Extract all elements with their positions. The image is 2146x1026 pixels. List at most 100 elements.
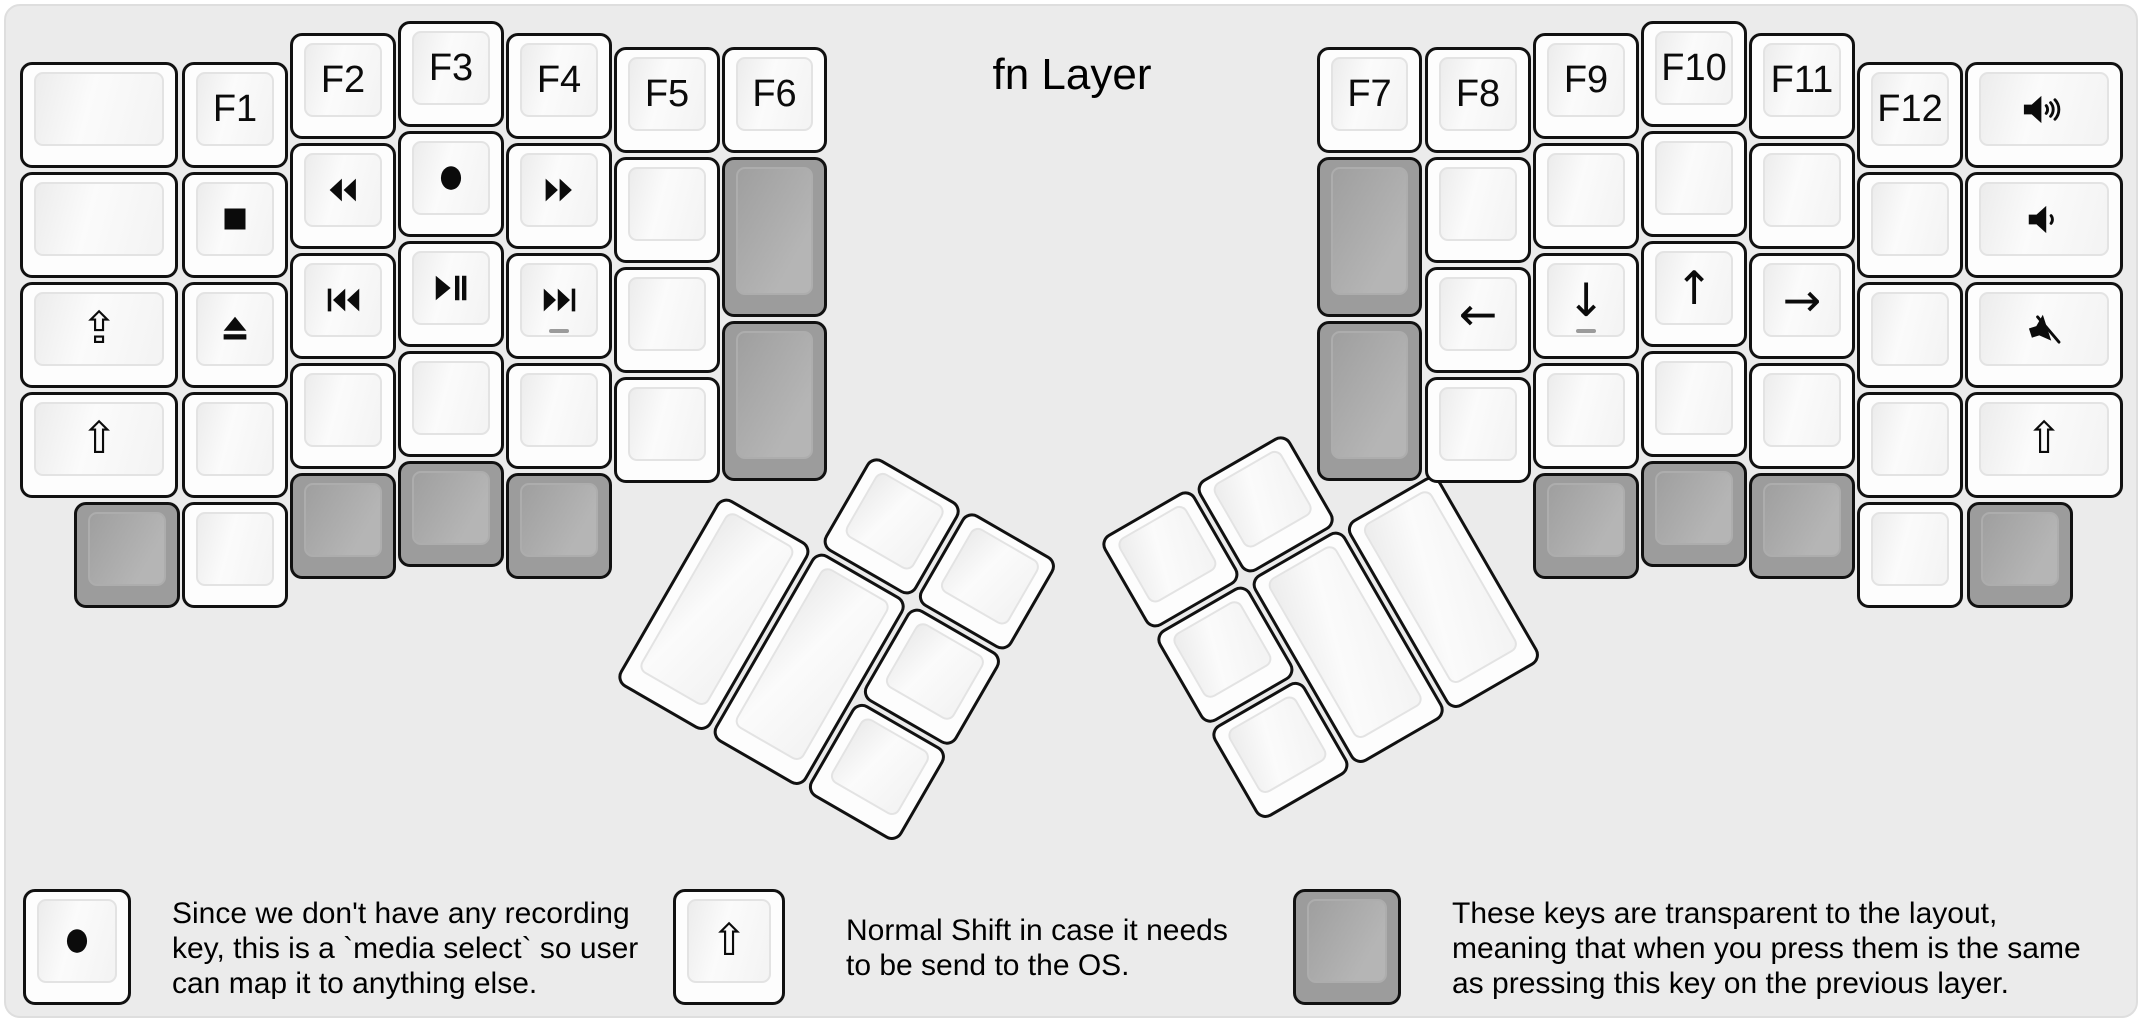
key-blank[interactable] bbox=[614, 157, 720, 263]
legend-text-record: Since we don't have any recording key, t… bbox=[172, 897, 639, 1000]
key-shift-right[interactable]: ⇧ bbox=[1965, 392, 2123, 498]
keycap-surface bbox=[34, 72, 164, 146]
next-icon bbox=[542, 286, 577, 314]
volup-icon bbox=[2021, 93, 2068, 126]
key-f10[interactable]: F10 bbox=[1641, 21, 1747, 127]
keycap-surface: F1 bbox=[196, 72, 274, 146]
key-transparent[interactable] bbox=[74, 502, 180, 608]
key-blank[interactable] bbox=[1857, 172, 1963, 278]
keycap-surface bbox=[1547, 153, 1625, 227]
keycap-surface bbox=[520, 373, 598, 447]
key-label: ⇧ bbox=[2025, 413, 2063, 464]
key-down-arrow[interactable]: ↓ bbox=[1533, 253, 1639, 359]
key-transparent[interactable] bbox=[290, 473, 396, 579]
key-f2[interactable]: F2 bbox=[290, 33, 396, 139]
key-blank[interactable] bbox=[290, 363, 396, 469]
keycap-surface bbox=[1115, 502, 1220, 606]
key-blank[interactable] bbox=[182, 392, 288, 498]
key-blank[interactable] bbox=[398, 351, 504, 457]
key-play-pause[interactable] bbox=[398, 241, 504, 347]
key-f8[interactable]: F8 bbox=[1425, 47, 1531, 153]
key-blank[interactable] bbox=[1749, 143, 1855, 249]
key-mute[interactable] bbox=[1965, 282, 2123, 388]
key-shift-left[interactable]: ⇧ bbox=[20, 392, 178, 498]
key-f9[interactable]: F9 bbox=[1533, 33, 1639, 139]
key-transparent[interactable] bbox=[398, 461, 504, 567]
key-transparent[interactable] bbox=[1533, 473, 1639, 579]
key-blank[interactable] bbox=[1857, 502, 1963, 608]
key-f1[interactable]: F1 bbox=[182, 62, 288, 168]
key-transparent[interactable] bbox=[1641, 461, 1747, 567]
key-f6[interactable]: F6 bbox=[722, 47, 827, 153]
key-blank[interactable] bbox=[1857, 392, 1963, 498]
key-blank[interactable] bbox=[614, 267, 720, 373]
key-f4[interactable]: F4 bbox=[506, 33, 612, 139]
keycap-surface bbox=[1210, 447, 1315, 551]
keycap-surface: F8 bbox=[1439, 57, 1517, 131]
key-blank[interactable] bbox=[1857, 282, 1963, 388]
key-stop[interactable] bbox=[182, 172, 288, 278]
keycap-surface bbox=[37, 899, 117, 983]
keycap-surface bbox=[628, 387, 706, 461]
key-blank[interactable] bbox=[20, 172, 178, 278]
key-blank[interactable] bbox=[506, 363, 612, 469]
layer-title: fn Layer bbox=[992, 50, 1152, 99]
keycap-surface: F7 bbox=[1331, 57, 1408, 131]
keycap-surface bbox=[34, 182, 164, 256]
keycap-surface bbox=[1225, 693, 1330, 797]
key-right-arrow[interactable]: → bbox=[1749, 253, 1855, 359]
keycap-surface bbox=[1981, 512, 2059, 586]
legend-key-transparent bbox=[1293, 889, 1401, 1005]
key-blank[interactable] bbox=[20, 62, 178, 168]
keycap-surface bbox=[304, 263, 382, 337]
legend-text-shift: Normal Shift in case it needs to be send… bbox=[846, 914, 1228, 982]
key-blank[interactable] bbox=[1641, 351, 1747, 457]
keycap-surface bbox=[1763, 153, 1841, 227]
key-eject[interactable] bbox=[182, 282, 288, 388]
record-icon bbox=[437, 164, 465, 192]
key-f5[interactable]: F5 bbox=[614, 47, 720, 153]
keycap-surface bbox=[736, 167, 813, 295]
key-rewind[interactable] bbox=[290, 143, 396, 249]
key-fast-forward[interactable] bbox=[506, 143, 612, 249]
key-f11[interactable]: F11 bbox=[1749, 33, 1855, 139]
key-transparent[interactable] bbox=[722, 321, 827, 481]
key-f12[interactable]: F12 bbox=[1857, 62, 1963, 168]
keycap-surface: → bbox=[1763, 263, 1841, 337]
key-transparent[interactable] bbox=[1317, 321, 1422, 481]
key-volume-up[interactable] bbox=[1965, 62, 2123, 168]
keycap-surface bbox=[304, 373, 382, 447]
key-transparent[interactable] bbox=[722, 157, 827, 317]
key-transparent[interactable] bbox=[1749, 473, 1855, 579]
keycap-surface bbox=[412, 361, 490, 435]
key-record[interactable] bbox=[398, 131, 504, 237]
key-up-arrow[interactable]: ↑ bbox=[1641, 241, 1747, 347]
key-transparent[interactable] bbox=[1967, 502, 2073, 608]
key-blank[interactable] bbox=[1533, 363, 1639, 469]
key-left-arrow[interactable]: ← bbox=[1425, 267, 1531, 373]
keycap-surface bbox=[1763, 373, 1841, 447]
key-f7[interactable]: F7 bbox=[1317, 47, 1422, 153]
key-next-track[interactable] bbox=[506, 253, 612, 359]
key-transparent[interactable] bbox=[506, 473, 612, 579]
keycap-surface bbox=[1655, 361, 1733, 435]
key-blank[interactable] bbox=[1533, 143, 1639, 249]
key-blank[interactable] bbox=[1425, 157, 1531, 263]
keycap-surface: F9 bbox=[1547, 43, 1625, 117]
key-volume-down[interactable] bbox=[1965, 172, 2123, 278]
keycap-surface: ↑ bbox=[1655, 251, 1733, 325]
homing-dash bbox=[549, 329, 569, 333]
key-blank[interactable] bbox=[1749, 363, 1855, 469]
key-prev-track[interactable] bbox=[290, 253, 396, 359]
key-blank[interactable] bbox=[614, 377, 720, 483]
key-transparent[interactable] bbox=[1317, 157, 1422, 317]
keycap-surface: ⇧ bbox=[34, 402, 164, 476]
key-caps-lock[interactable]: ⇪ bbox=[20, 282, 178, 388]
keycap-surface bbox=[1170, 597, 1275, 702]
key-blank[interactable] bbox=[182, 502, 288, 608]
key-blank[interactable] bbox=[1641, 131, 1747, 237]
keycap-surface bbox=[937, 524, 1043, 628]
keycap-surface bbox=[1871, 512, 1949, 586]
key-blank[interactable] bbox=[1425, 377, 1531, 483]
key-f3[interactable]: F3 bbox=[398, 21, 504, 127]
